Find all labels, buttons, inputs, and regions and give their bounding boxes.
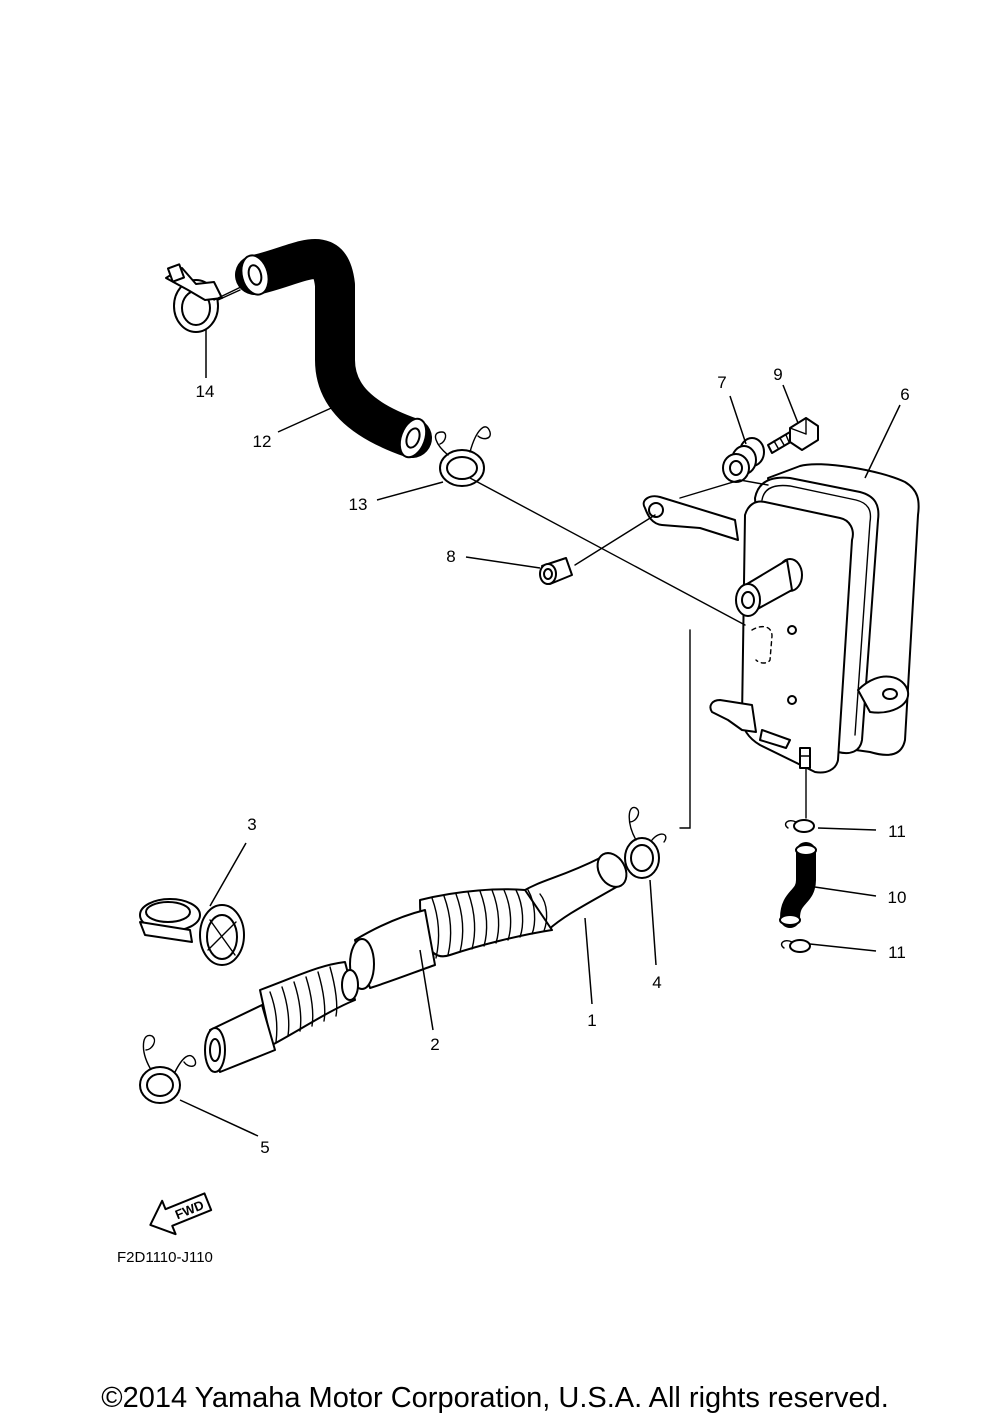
part-8-collar[interactable] [539, 557, 573, 585]
part-7-grommet[interactable] [722, 437, 765, 483]
part-11-clip-lower[interactable] [780, 939, 811, 953]
part-13-hose-clip[interactable] [434, 426, 491, 487]
part-1-corrugated-hose[interactable] [419, 848, 632, 959]
part-14-clamp[interactable] [165, 263, 241, 333]
part-4-hose-clip[interactable] [624, 806, 667, 879]
callout-5: 5 [260, 1138, 269, 1157]
callout-12: 12 [253, 432, 272, 451]
part-10-small-hose[interactable] [779, 842, 817, 928]
callout-11-upper: 11 [888, 822, 906, 841]
fwd-arrow-icon: FWD [149, 1192, 213, 1236]
callout-14: 14 [196, 382, 215, 401]
assembly-lines [213, 284, 807, 829]
part-9-bolt[interactable] [767, 417, 819, 454]
callout-1: 1 [587, 1011, 596, 1030]
callout-2: 2 [430, 1035, 439, 1054]
part-3-clamp[interactable] [139, 898, 245, 966]
callout-11-lower: 11 [888, 943, 906, 962]
callout-6: 6 [900, 385, 909, 404]
part-5-hose-clip[interactable] [139, 1034, 197, 1104]
callout-13: 13 [349, 495, 368, 514]
callout-10: 10 [888, 888, 907, 907]
diagram-code: F2D1110-J110 [117, 1249, 213, 1266]
callout-3: 3 [247, 815, 256, 834]
part-11-clip-upper[interactable] [784, 819, 815, 833]
leader-lines [179, 330, 901, 1137]
callout-9: 9 [773, 365, 782, 384]
part-2-hose[interactable] [204, 909, 436, 1073]
part-12-upper-hose[interactable] [235, 239, 432, 461]
callout-numbers: 1 2 3 4 5 6 7 8 9 10 11 11 12 13 14 [196, 365, 910, 1157]
part-6-tank[interactable] [642, 463, 920, 774]
copyright-notice: ©2014 Yamaha Motor Corporation, U.S.A. A… [101, 1382, 889, 1414]
callout-8: 8 [446, 547, 455, 566]
callout-4: 4 [652, 973, 661, 992]
callout-7: 7 [717, 373, 726, 392]
